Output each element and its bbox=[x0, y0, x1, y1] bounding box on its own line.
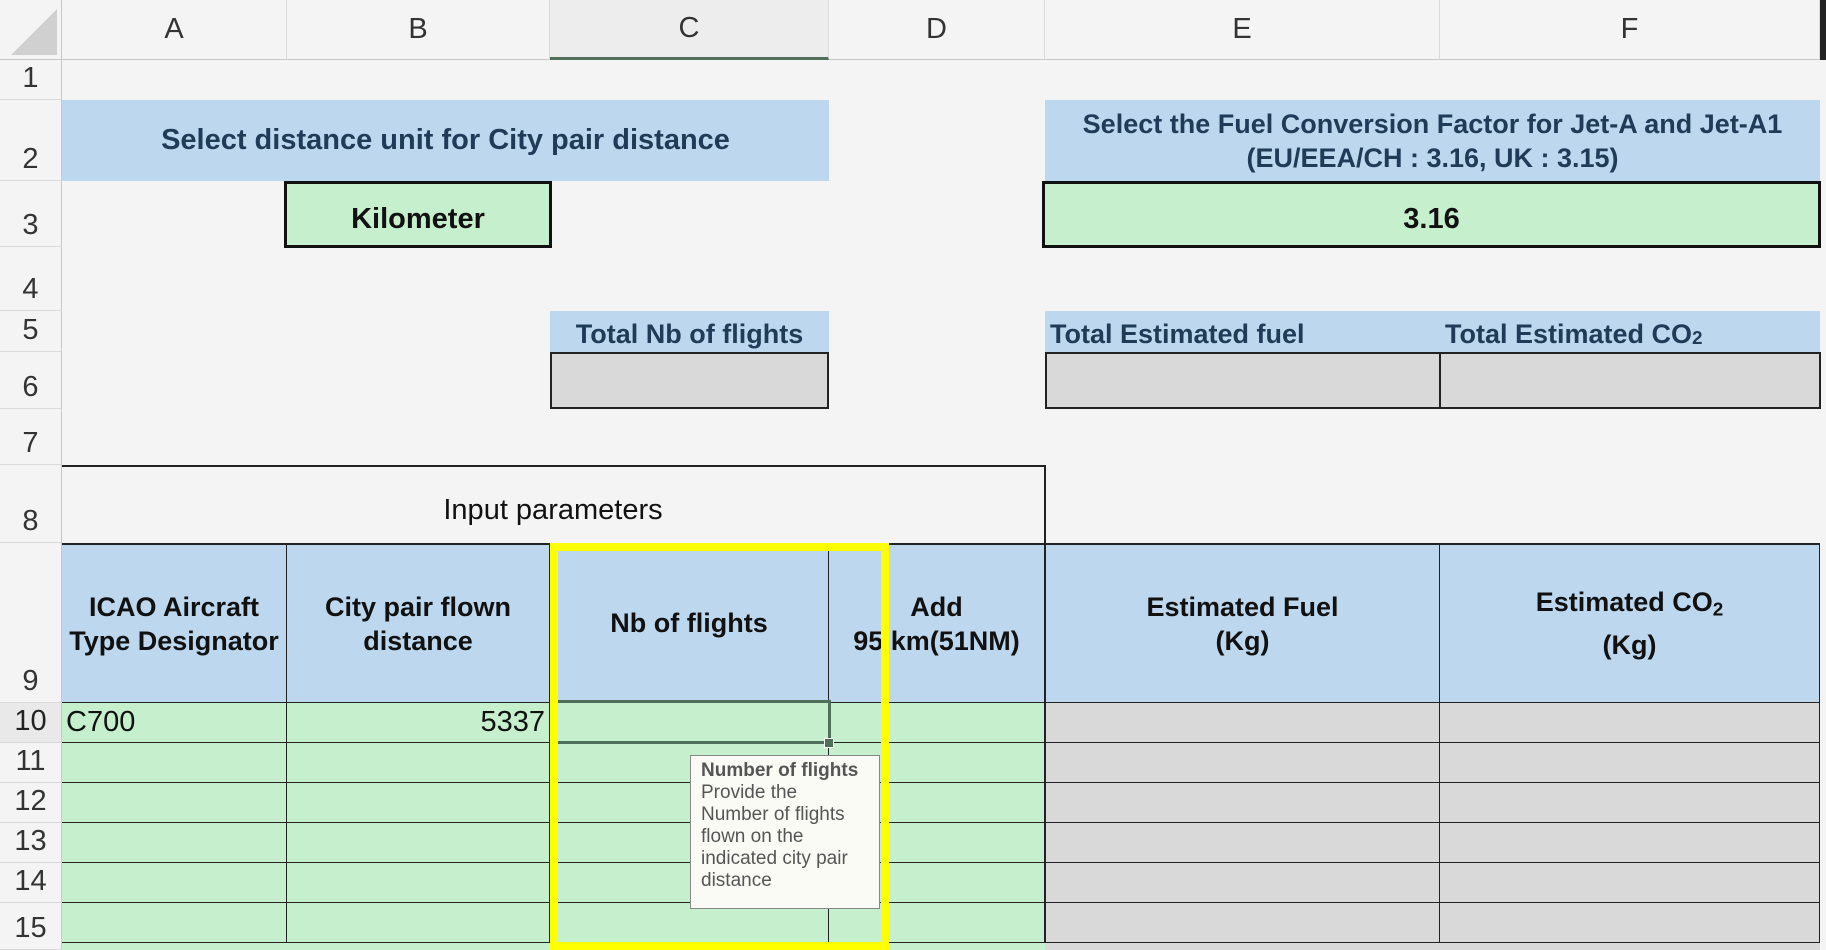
row12-distance-cell[interactable] bbox=[287, 783, 550, 823]
icao-header-line1: ICAO Aircraft bbox=[88, 591, 260, 622]
estimated-fuel-header-line1: Estimated Fuel bbox=[1146, 591, 1339, 622]
input-parameters-header: Input parameters bbox=[62, 465, 1046, 543]
row15-distance-cell[interactable] bbox=[287, 903, 550, 943]
tooltip-body: Provide the Number of flights flown on t… bbox=[701, 782, 848, 891]
row14-icao-cell[interactable] bbox=[62, 863, 287, 903]
estimated-co2-subscript: 2 bbox=[1712, 599, 1724, 621]
column-header-e[interactable]: E bbox=[1045, 0, 1440, 60]
column-header-b[interactable]: B bbox=[287, 0, 550, 60]
row10-add-cell[interactable] bbox=[829, 703, 1045, 743]
distance-unit-select[interactable]: Kilometer bbox=[284, 181, 552, 248]
select-all-corner[interactable] bbox=[0, 0, 62, 60]
row-header-6[interactable]: 6 bbox=[0, 352, 62, 409]
column-header-a[interactable]: A bbox=[62, 0, 287, 60]
total-fuel-cell[interactable] bbox=[1045, 352, 1441, 409]
row15-flights-cell[interactable] bbox=[550, 903, 829, 943]
row12-icao-cell[interactable] bbox=[62, 783, 287, 823]
row11-co2-cell[interactable] bbox=[1440, 743, 1820, 783]
nb-flights-header: Nb of flights bbox=[550, 543, 829, 703]
row-header-2[interactable]: 2 bbox=[0, 100, 62, 181]
total-flights-label: Total Nb of flights bbox=[550, 311, 829, 352]
row13-distance-cell[interactable] bbox=[287, 823, 550, 863]
row11-distance-cell[interactable] bbox=[287, 743, 550, 783]
distance-header-line2: distance bbox=[363, 625, 473, 656]
row-header-4[interactable]: 4 bbox=[0, 247, 62, 311]
fuel-factor-label: Select the Fuel Conversion Factor for Je… bbox=[1045, 100, 1820, 181]
column-divider bbox=[1820, 0, 1826, 60]
estimated-co2-header-text: Estimated CO bbox=[1535, 587, 1713, 618]
total-fuel-label: Total Estimated fuel bbox=[1045, 311, 1440, 352]
row16-partial-grey bbox=[1045, 943, 1820, 950]
row14-fuel-cell[interactable] bbox=[1045, 863, 1440, 903]
row13-fuel-cell[interactable] bbox=[1045, 823, 1440, 863]
total-flights-cell[interactable] bbox=[550, 352, 829, 409]
row-header-13[interactable]: 13 bbox=[0, 823, 62, 863]
row14-distance-cell[interactable] bbox=[287, 863, 550, 903]
row-header-1[interactable]: 1 bbox=[0, 60, 62, 100]
distance-header-line1: City pair flown bbox=[324, 591, 511, 622]
row-header-11[interactable]: 11 bbox=[0, 743, 62, 783]
row-header-10[interactable]: 10 bbox=[0, 703, 62, 743]
row12-fuel-cell[interactable] bbox=[1045, 783, 1440, 823]
input-tooltip: Number of flights Provide the Number of … bbox=[690, 755, 880, 909]
row15-icao-cell[interactable] bbox=[62, 903, 287, 943]
fuel-factor-label-line1: Select the Fuel Conversion Factor for Je… bbox=[1082, 108, 1783, 139]
tooltip-title: Number of flights bbox=[701, 760, 859, 781]
row15-fuel-cell[interactable] bbox=[1045, 903, 1440, 943]
distance-header: City pair flown distance bbox=[287, 543, 550, 703]
row15-add-cell[interactable] bbox=[829, 903, 1045, 943]
row16-partial bbox=[62, 943, 1045, 950]
row10-flights-cell[interactable] bbox=[550, 703, 829, 743]
column-header-c[interactable]: C bbox=[550, 0, 829, 60]
row-header-12[interactable]: 12 bbox=[0, 783, 62, 823]
estimated-co2-header-line1: Estimated CO2 bbox=[1536, 585, 1724, 628]
add-distance-header-line2: 95 km(51NM) bbox=[853, 625, 1020, 656]
column-header-d[interactable]: D bbox=[829, 0, 1045, 60]
fill-handle[interactable] bbox=[824, 738, 834, 748]
estimated-co2-header-line2: (Kg) bbox=[1602, 629, 1657, 660]
estimated-co2-header: Estimated CO2 (Kg) bbox=[1440, 543, 1820, 703]
row11-icao-cell[interactable] bbox=[62, 743, 287, 783]
row13-icao-cell[interactable] bbox=[62, 823, 287, 863]
row10-fuel-cell[interactable] bbox=[1045, 703, 1440, 743]
row12-co2-cell[interactable] bbox=[1440, 783, 1820, 823]
fuel-factor-label-line2: (EU/EEA/CH : 3.16, UK : 3.15) bbox=[1246, 142, 1619, 173]
fuel-factor-select[interactable]: 3.16 bbox=[1042, 181, 1821, 248]
icao-header-line2: Type Designator bbox=[69, 625, 279, 656]
row10-icao-cell[interactable]: C700 bbox=[62, 703, 287, 743]
row-header-7[interactable]: 7 bbox=[0, 409, 62, 465]
add-distance-header-line1: Add bbox=[910, 591, 963, 622]
distance-unit-label: Select distance unit for City pair dista… bbox=[62, 100, 829, 181]
row-header-5[interactable]: 5 bbox=[0, 311, 62, 352]
row14-co2-cell[interactable] bbox=[1440, 863, 1820, 903]
add-distance-header: Add 95 km(51NM) bbox=[829, 543, 1045, 703]
row-header-14[interactable]: 14 bbox=[0, 863, 62, 903]
row-header-9[interactable]: 9 bbox=[0, 543, 62, 703]
row15-co2-cell[interactable] bbox=[1440, 903, 1820, 943]
total-co2-subscript: 2 bbox=[1692, 328, 1703, 349]
estimated-fuel-header: Estimated Fuel (Kg) bbox=[1045, 543, 1440, 703]
row-header-15[interactable]: 15 bbox=[0, 903, 62, 950]
icao-header: ICAO Aircraft Type Designator bbox=[62, 543, 287, 703]
total-co2-cell[interactable] bbox=[1439, 352, 1821, 409]
total-co2-label-text: Total Estimated CO bbox=[1445, 319, 1693, 349]
row11-fuel-cell[interactable] bbox=[1045, 743, 1440, 783]
estimated-fuel-header-line2: (Kg) bbox=[1215, 625, 1270, 656]
row10-distance-cell[interactable]: 5337 bbox=[287, 703, 550, 743]
row10-co2-cell[interactable] bbox=[1440, 703, 1820, 743]
column-header-f[interactable]: F bbox=[1440, 0, 1820, 60]
row-header-3[interactable]: 3 bbox=[0, 181, 62, 247]
row-header-8[interactable]: 8 bbox=[0, 465, 62, 543]
row13-co2-cell[interactable] bbox=[1440, 823, 1820, 863]
selected-cell-c10[interactable] bbox=[552, 700, 831, 744]
